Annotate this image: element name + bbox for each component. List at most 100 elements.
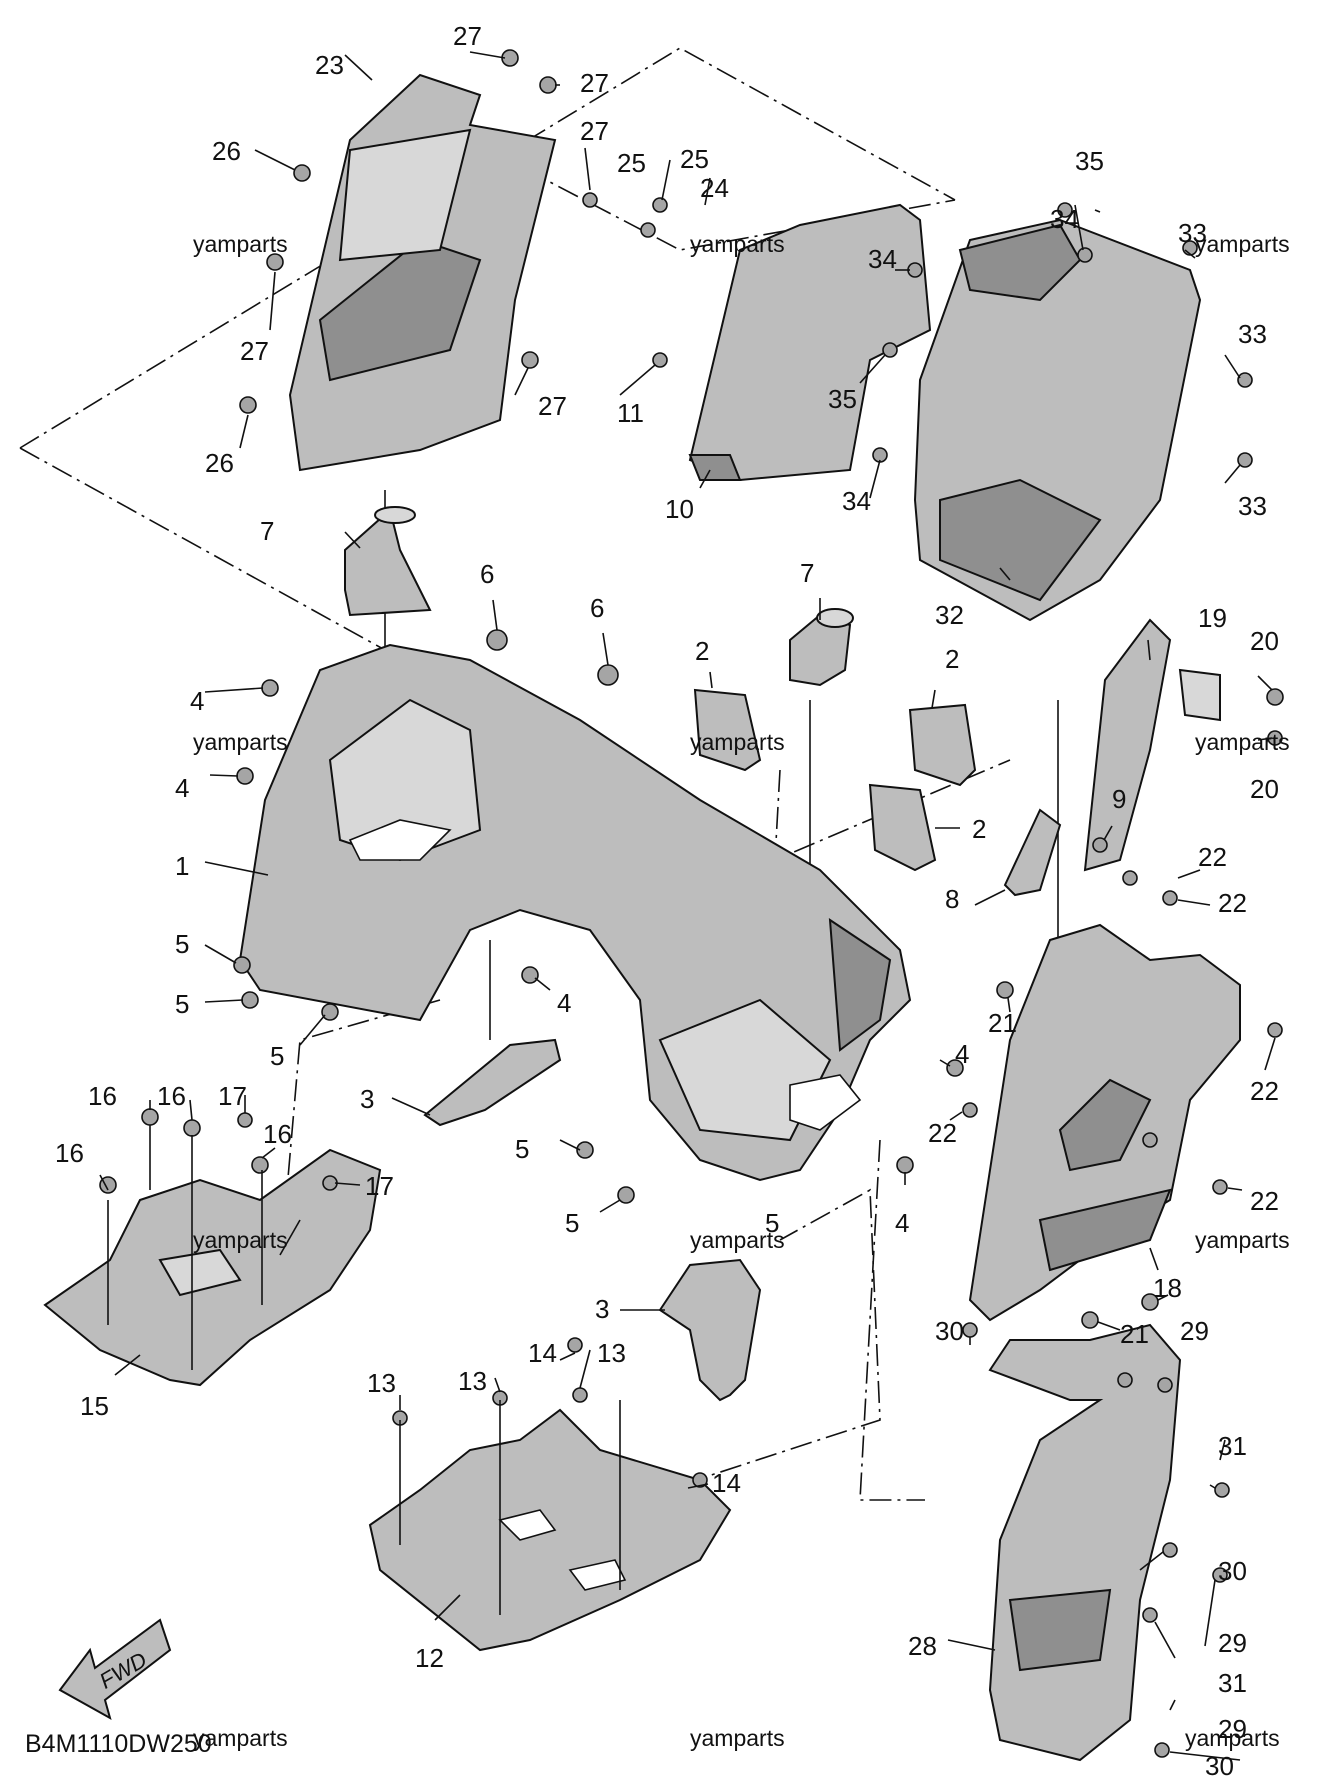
callout-7: 7 xyxy=(800,558,814,588)
callout-4: 4 xyxy=(955,1039,969,1069)
callout-2: 2 xyxy=(972,814,986,844)
callout-16: 16 xyxy=(55,1138,84,1168)
callout-12: 12 xyxy=(415,1643,444,1673)
part-18-right-guard xyxy=(968,923,1241,1322)
callout-22: 22 xyxy=(928,1118,957,1148)
part-3-bracket-lower xyxy=(658,1258,762,1402)
callout-34: 34 xyxy=(868,244,897,274)
callout-25: 25 xyxy=(617,148,646,178)
watermark: yamparts xyxy=(1195,729,1290,755)
callout-labels: 27 27 27 23 26 27 27 26 25 25 24 11 10 3… xyxy=(55,21,1279,1781)
fwd-arrow: FWD xyxy=(58,1618,172,1721)
callout-16: 16 xyxy=(157,1081,186,1111)
callout-5: 5 xyxy=(565,1208,579,1238)
callout-4: 4 xyxy=(190,686,204,716)
part-15-skid-plate xyxy=(43,1148,382,1387)
callout-4: 4 xyxy=(175,773,189,803)
callout-20: 20 xyxy=(1250,774,1279,804)
callout-23: 23 xyxy=(315,50,344,80)
callout-22: 22 xyxy=(1250,1186,1279,1216)
callout-30: 30 xyxy=(1205,1751,1234,1781)
callout-26: 26 xyxy=(205,448,234,478)
callout-3: 3 xyxy=(595,1294,609,1324)
callout-2: 2 xyxy=(695,636,709,666)
callout-22: 22 xyxy=(1198,842,1227,872)
callout-33: 33 xyxy=(1238,319,1267,349)
leader-lines xyxy=(99,51,1276,1761)
callout-5: 5 xyxy=(175,989,189,1019)
part-8-bracket xyxy=(1003,808,1062,897)
callout-27: 27 xyxy=(453,21,482,51)
callout-21: 21 xyxy=(988,1008,1017,1038)
callout-5: 5 xyxy=(175,929,189,959)
callout-24: 24 xyxy=(700,173,729,203)
callout-31: 31 xyxy=(1218,1431,1247,1461)
callout-9: 9 xyxy=(1112,784,1126,814)
diagram-code: B4M1110DW250 xyxy=(25,1730,212,1758)
part-2-pads xyxy=(693,688,977,872)
callout-17: 17 xyxy=(365,1171,394,1201)
callout-31: 31 xyxy=(1218,1668,1247,1698)
callout-5: 5 xyxy=(765,1208,779,1238)
part-28-lower-guard xyxy=(988,1323,1182,1762)
callout-5: 5 xyxy=(515,1134,529,1164)
callout-29: 29 xyxy=(1218,1628,1247,1658)
watermarks: yamparts yamparts yamparts yamparts yamp… xyxy=(193,231,1290,1751)
callout-27: 27 xyxy=(580,68,609,98)
part-1-floor-panel xyxy=(238,643,912,1182)
callout-34: 34 xyxy=(1050,204,1079,234)
part-7-boot-left xyxy=(344,506,432,617)
callout-14: 14 xyxy=(528,1338,557,1368)
callout-4: 4 xyxy=(557,988,571,1018)
callout-30: 30 xyxy=(935,1316,964,1346)
callout-35: 35 xyxy=(1075,146,1104,176)
part-6-cap-right xyxy=(597,664,619,686)
watermark: yamparts xyxy=(193,729,288,755)
callout-34: 34 xyxy=(842,486,871,516)
callout-5: 5 xyxy=(270,1041,284,1071)
callout-33: 33 xyxy=(1238,491,1267,521)
callout-22: 22 xyxy=(1250,1076,1279,1106)
part-12-skid-plate xyxy=(368,1408,732,1652)
callout-17: 17 xyxy=(218,1081,247,1111)
callout-6: 6 xyxy=(480,559,494,589)
watermark: yamparts xyxy=(1185,1725,1280,1751)
callout-27: 27 xyxy=(580,116,609,146)
callout-25: 25 xyxy=(680,144,709,174)
callout-13: 13 xyxy=(458,1366,487,1396)
callout-29: 29 xyxy=(1180,1316,1209,1346)
part-6-cap-left xyxy=(486,629,508,651)
callout-7: 7 xyxy=(260,516,274,546)
callout-29: 29 xyxy=(1218,1714,1247,1744)
watermark: yamparts xyxy=(193,1227,288,1253)
callout-19: 19 xyxy=(1198,603,1227,633)
part-19-side-panel xyxy=(1083,618,1221,872)
callout-10: 10 xyxy=(665,494,694,524)
watermark: yamparts xyxy=(690,1725,785,1751)
callout-13: 13 xyxy=(597,1338,626,1368)
callout-16: 16 xyxy=(263,1119,292,1149)
callout-27: 27 xyxy=(240,336,269,366)
callout-22: 22 xyxy=(1218,888,1247,918)
callout-15: 15 xyxy=(80,1391,109,1421)
callout-21: 21 xyxy=(1120,1319,1149,1349)
callout-33: 33 xyxy=(1178,218,1207,248)
callout-32: 32 xyxy=(935,600,964,630)
callout-2: 2 xyxy=(945,644,959,674)
callout-8: 8 xyxy=(945,884,959,914)
watermark: yamparts xyxy=(690,1227,785,1253)
part-7-boot-right xyxy=(789,608,854,687)
watermark: yamparts xyxy=(1195,1227,1290,1253)
callout-1: 1 xyxy=(175,851,189,881)
callout-35: 35 xyxy=(828,384,857,414)
callout-13: 13 xyxy=(367,1368,396,1398)
callout-30: 30 xyxy=(1218,1556,1247,1586)
callout-20: 20 xyxy=(1250,626,1279,656)
callout-4: 4 xyxy=(895,1208,909,1238)
callout-11: 11 xyxy=(617,398,644,428)
fasteners xyxy=(99,49,1284,1758)
watermark: yamparts xyxy=(690,729,785,755)
callout-14: 14 xyxy=(712,1468,741,1498)
callout-6: 6 xyxy=(590,593,604,623)
